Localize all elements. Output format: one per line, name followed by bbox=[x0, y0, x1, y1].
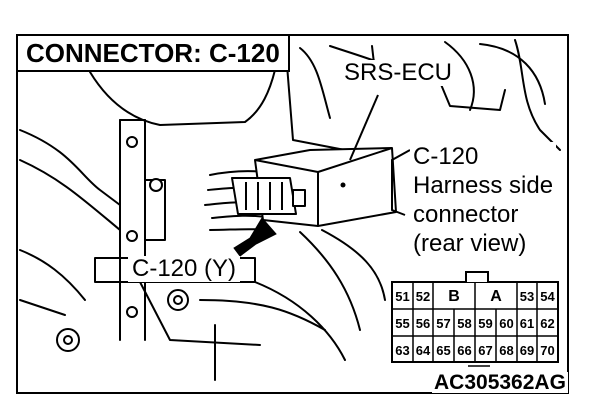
c120-callout-line-3: connector bbox=[413, 201, 519, 228]
pin-label-top-a: A bbox=[490, 288, 502, 305]
pin-label-bot-69: 69 bbox=[520, 343, 534, 358]
pin-label-bot-66: 66 bbox=[457, 343, 471, 358]
pin-label-mid-60: 60 bbox=[499, 316, 513, 331]
c120-harness-callout: C-120 Harness side connector (rear view) bbox=[410, 142, 557, 258]
pin-label-mid-61: 61 bbox=[520, 316, 534, 331]
pin-label-mid-55: 55 bbox=[395, 316, 409, 331]
c120-y-callout: C-120 (Y) bbox=[128, 256, 241, 282]
c120-callout-line-1: C-120 bbox=[413, 143, 479, 170]
pin-label-top-51: 51 bbox=[395, 289, 409, 304]
pin-label-bot-67: 67 bbox=[478, 343, 492, 358]
pin-label-bot-68: 68 bbox=[499, 343, 513, 358]
pin-label-top-54: 54 bbox=[540, 289, 555, 304]
c120-callout-line-4: (rear view) bbox=[413, 230, 527, 257]
pin-label-mid-62: 62 bbox=[540, 316, 554, 331]
connector-arrow bbox=[233, 217, 277, 257]
connector-pin-labels: 51 52 B A 53 54 55 56 57 58 59 60 61 62 63 64 65 66 67 68 69… bbox=[395, 288, 555, 358]
pin-label-bot-64: 64 bbox=[416, 343, 431, 358]
pin-label-top-b: B bbox=[448, 288, 460, 305]
c120-callout-line-2: Harness side bbox=[413, 172, 554, 199]
pin-label-mid-56: 56 bbox=[416, 316, 430, 331]
pin-label-bot-63: 63 bbox=[395, 343, 409, 358]
pin-label-bot-70: 70 bbox=[540, 343, 554, 358]
pin-label-top-52: 52 bbox=[416, 289, 430, 304]
pin-label-mid-57: 57 bbox=[436, 316, 450, 331]
connector-title: CONNECTOR: C-120 bbox=[18, 36, 290, 72]
pin-label-top-53: 53 bbox=[520, 289, 534, 304]
pin-label-mid-58: 58 bbox=[457, 316, 471, 331]
pin-label-bot-65: 65 bbox=[436, 343, 450, 358]
pin-label-mid-59: 59 bbox=[478, 316, 492, 331]
srs-ecu-callout: SRS-ECU bbox=[340, 60, 457, 86]
figure-code: AC305362AG bbox=[432, 371, 568, 394]
